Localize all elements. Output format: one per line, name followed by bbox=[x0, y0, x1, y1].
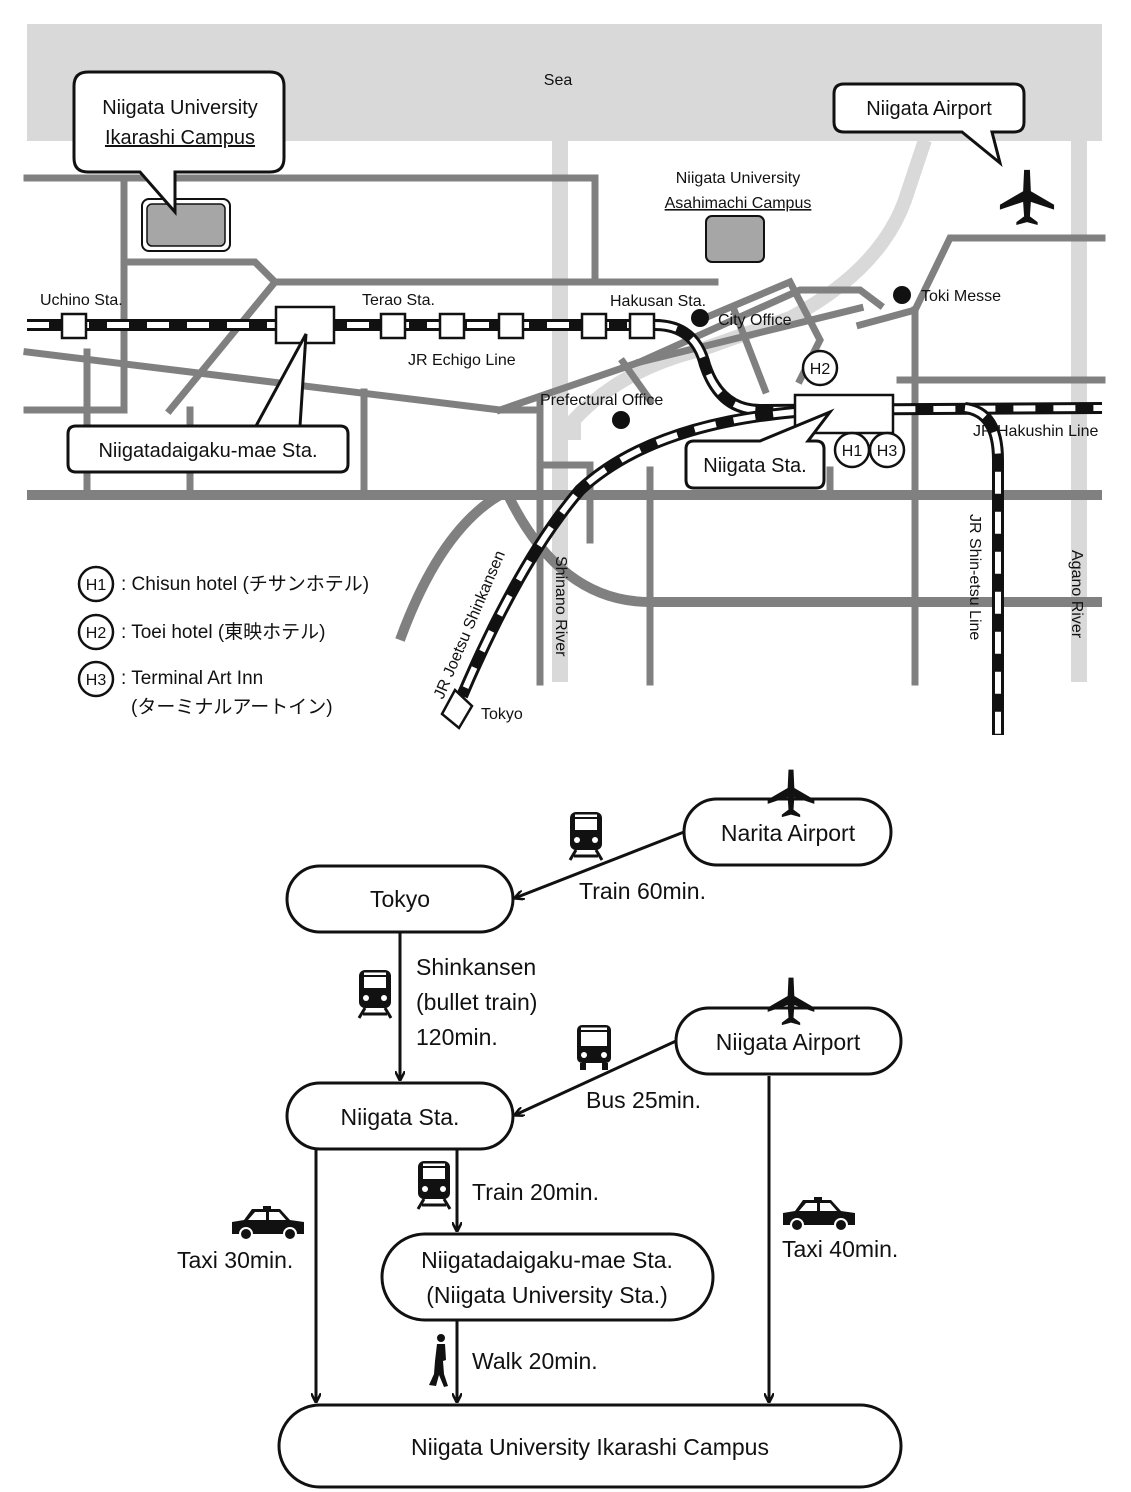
terao-station-marker bbox=[379, 312, 407, 340]
ikarashi-campus-callout: Niigata University Ikarashi Campus bbox=[72, 70, 286, 216]
toki-messe-label: Toki Messe bbox=[921, 288, 1001, 305]
hakusan-station-label: Hakusan Sta. bbox=[610, 293, 706, 310]
legend-h3-badge bbox=[77, 660, 115, 698]
legend-h2-text: : Toei hotel (東映ホテル) bbox=[121, 621, 325, 643]
uchino-station-label: Uchino Sta. bbox=[40, 292, 123, 309]
niigata-station-marker bbox=[793, 393, 895, 435]
svg-text:(Niigata University Sta.): (Niigata University Sta.) bbox=[426, 1282, 668, 1308]
terao-station-label: Terao Sta. bbox=[362, 292, 435, 309]
bus-icon bbox=[577, 1025, 611, 1070]
tokyo-direction-arrow bbox=[440, 687, 474, 730]
svg-text:H2: H2 bbox=[86, 625, 107, 642]
svg-text:H1: H1 bbox=[86, 577, 107, 594]
hotel-badge-h2: H2 bbox=[801, 349, 839, 387]
asahimachi-label-line1: Niigata University bbox=[676, 170, 800, 187]
station-marker bbox=[438, 312, 466, 340]
hotel-legend: H1 : Chisun hotel (チサンホテル) H2 : Toei hot… bbox=[77, 565, 369, 718]
svg-text:Narita Airport: Narita Airport bbox=[721, 820, 856, 846]
legend-h1-badge bbox=[77, 565, 115, 603]
station-marker bbox=[497, 312, 525, 340]
hotel-badge-h1: H1 bbox=[833, 431, 871, 469]
svg-text:Niigatadaigaku-mae Sta.: Niigatadaigaku-mae Sta. bbox=[98, 440, 317, 462]
city-office-label: City Office bbox=[718, 312, 792, 329]
prefectural-office-label: Prefectural Office bbox=[540, 392, 663, 409]
taxi-icon bbox=[782, 1197, 856, 1231]
svg-text:Niigata Airport: Niigata Airport bbox=[866, 98, 992, 120]
hotel-badge-h3: H3 bbox=[868, 431, 906, 469]
univ-mae-station-callout: Niigatadaigaku-mae Sta. bbox=[66, 333, 350, 474]
node-tokyo: Tokyo bbox=[285, 864, 515, 934]
railways bbox=[27, 319, 1103, 735]
node-narita-airport: Narita Airport bbox=[682, 797, 893, 867]
svg-text:H3: H3 bbox=[877, 443, 898, 460]
walker-icon bbox=[429, 1334, 448, 1387]
shinano-river-label: Shinano River bbox=[552, 556, 569, 657]
station-marker bbox=[580, 312, 608, 340]
svg-text:H2: H2 bbox=[810, 361, 831, 378]
ikarashi-callout-line2: Ikarashi Campus bbox=[105, 127, 255, 149]
hakusan-station-marker bbox=[628, 312, 656, 340]
node-univ-mae-sta: Niigatadaigaku-mae Sta. (Niigata Univers… bbox=[380, 1232, 715, 1322]
edge-airport-niigata bbox=[515, 1039, 677, 1115]
walk20-label: Walk 20min. bbox=[472, 1348, 598, 1374]
airplane-icon bbox=[999, 169, 1055, 226]
city-office-marker bbox=[691, 309, 709, 327]
sea-label: Sea bbox=[544, 72, 573, 89]
shinano-river bbox=[552, 140, 568, 682]
prefectural-office-marker bbox=[612, 411, 630, 429]
access-flow-diagram: Narita Airport Tokyo Niigata Airport Nii… bbox=[177, 769, 903, 1489]
legend-h1-text: : Chisun hotel (チサンホテル) bbox=[121, 574, 369, 595]
uchino-station-marker bbox=[60, 312, 88, 340]
agano-river-label: Agano River bbox=[1068, 550, 1085, 639]
hakushin-line-label: JR Hakushin Line bbox=[973, 423, 1099, 440]
taxi40-label: Taxi 40min. bbox=[782, 1236, 898, 1262]
rivers bbox=[552, 137, 1087, 682]
train20-label: Train 20min. bbox=[472, 1179, 599, 1205]
svg-text:Niigatadaigaku-mae Sta.: Niigatadaigaku-mae Sta. bbox=[421, 1247, 673, 1273]
edge-narita-tokyo bbox=[515, 830, 685, 898]
small-stations bbox=[60, 312, 656, 340]
area-map: Sea bbox=[23, 24, 1106, 735]
node-niigata-sta: Niigata Sta. bbox=[285, 1081, 515, 1151]
train-icon bbox=[416, 1159, 452, 1211]
asahimachi-campus-block bbox=[705, 215, 765, 263]
legend-h2-badge bbox=[77, 613, 115, 651]
svg-text:Tokyo: Tokyo bbox=[370, 886, 430, 912]
train60-label: Train 60min. bbox=[579, 878, 706, 904]
svg-text:Niigata Sta.: Niigata Sta. bbox=[703, 455, 806, 477]
shinkansen-label-line3: 120min. bbox=[416, 1024, 498, 1050]
roads bbox=[23, 174, 1106, 686]
taxi-icon bbox=[231, 1206, 305, 1240]
ikarashi-campus-block bbox=[146, 203, 226, 247]
univ-mae-station-marker bbox=[274, 305, 336, 345]
svg-text:H3: H3 bbox=[86, 672, 107, 689]
toki-messe-marker bbox=[893, 286, 911, 304]
echigo-line-label: JR Echigo Line bbox=[408, 352, 516, 369]
shinano-river-branch bbox=[567, 137, 932, 440]
node-ikarashi-campus: Niigata University Ikarashi Campus bbox=[277, 1403, 903, 1489]
train-icon bbox=[568, 810, 604, 862]
train-icon bbox=[357, 968, 393, 1020]
legend-h3-text-line2: (ターミナルアートイン) bbox=[131, 696, 333, 718]
niigata-airport-callout: Niigata Airport bbox=[832, 82, 1026, 168]
svg-text:Niigata Airport: Niigata Airport bbox=[716, 1029, 861, 1055]
niigata-station-callout: Niigata Sta. bbox=[684, 408, 835, 490]
svg-text:Niigata Sta.: Niigata Sta. bbox=[341, 1104, 460, 1130]
ikarashi-callout-line1: Niigata University bbox=[102, 97, 258, 119]
node-niigata-airport: Niigata Airport bbox=[674, 1006, 903, 1076]
taxi30-label: Taxi 30min. bbox=[177, 1247, 293, 1273]
svg-text:Niigata University Ikarashi Ca: Niigata University Ikarashi Campus bbox=[411, 1434, 769, 1460]
asahimachi-label-line2: Asahimachi Campus bbox=[665, 195, 812, 212]
legend-h3-text-line1: : Terminal Art Inn bbox=[121, 668, 263, 689]
bus25-label: Bus 25min. bbox=[586, 1087, 701, 1113]
shinetsu-line-label: JR Shin-etsu Line bbox=[966, 514, 983, 640]
shinkansen-label-line1: Shinkansen bbox=[416, 954, 536, 980]
svg-text:H1: H1 bbox=[842, 443, 863, 460]
tokyo-map-label: Tokyo bbox=[481, 706, 523, 723]
shinkansen-label-line2: (bullet train) bbox=[416, 989, 537, 1015]
